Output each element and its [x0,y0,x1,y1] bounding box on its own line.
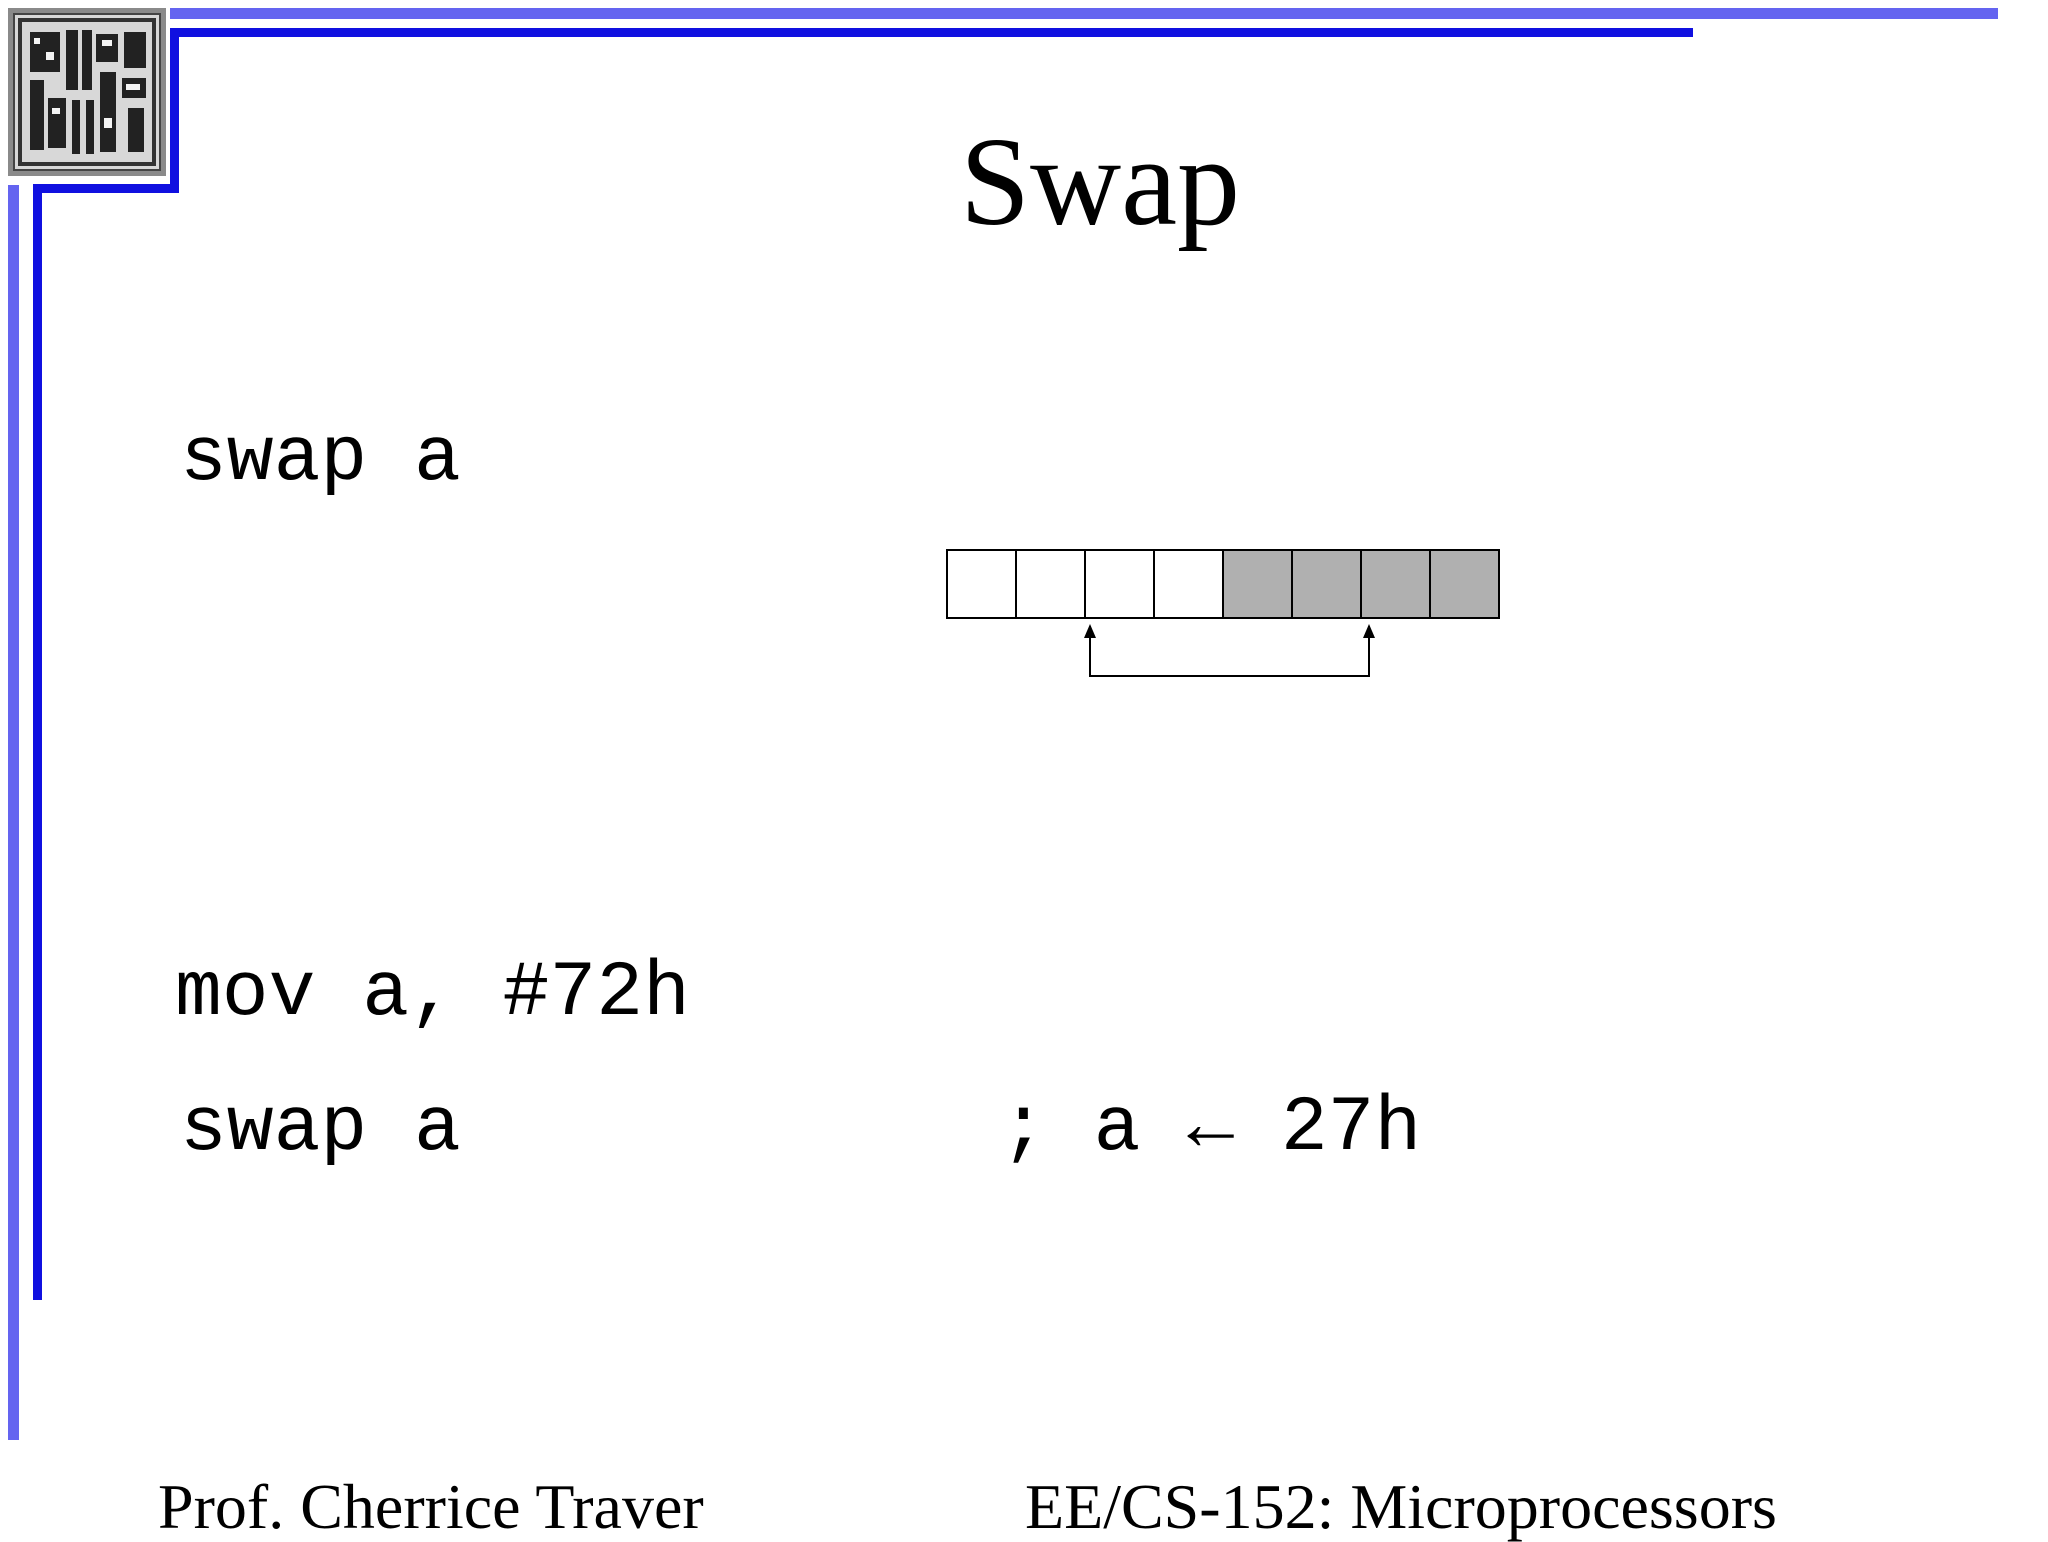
code-line-swap-2: swap a [180,1085,461,1173]
register-bit-cell [1153,549,1224,619]
register-bit-cell [946,549,1017,619]
footer-course: EE/CS-152: Microprocessors [1025,1471,1777,1542]
register-bit-cell [1291,549,1362,619]
register-bit-cell [1084,549,1155,619]
swap-diagram [946,549,1500,677]
arrow-head-left [1084,624,1096,638]
chip-die-icon [8,8,166,176]
register-bit-cell [1429,549,1500,619]
arrow-head-right [1363,624,1375,638]
top-dark-bar [170,28,1693,37]
left-dark-bar-horizontal [33,184,179,193]
code-line-swap: swap a [180,415,461,503]
code-comment: ; a ← 27h [1000,1085,1422,1173]
slide-title: Swap [960,113,1240,252]
code-line-mov: mov a, #72h [175,950,690,1038]
register-cells [946,549,1500,619]
left-light-bar [8,185,19,1440]
footer-author: Prof. Cherrice Traver [158,1471,704,1542]
swap-arrow [1089,626,1370,677]
register-bit-cell [1222,549,1293,619]
left-dark-bar-vertical [33,184,42,1300]
top-light-bar [170,8,1998,19]
register-bit-cell [1360,549,1431,619]
corner-dark-bar [170,28,179,193]
register-bit-cell [1015,549,1086,619]
